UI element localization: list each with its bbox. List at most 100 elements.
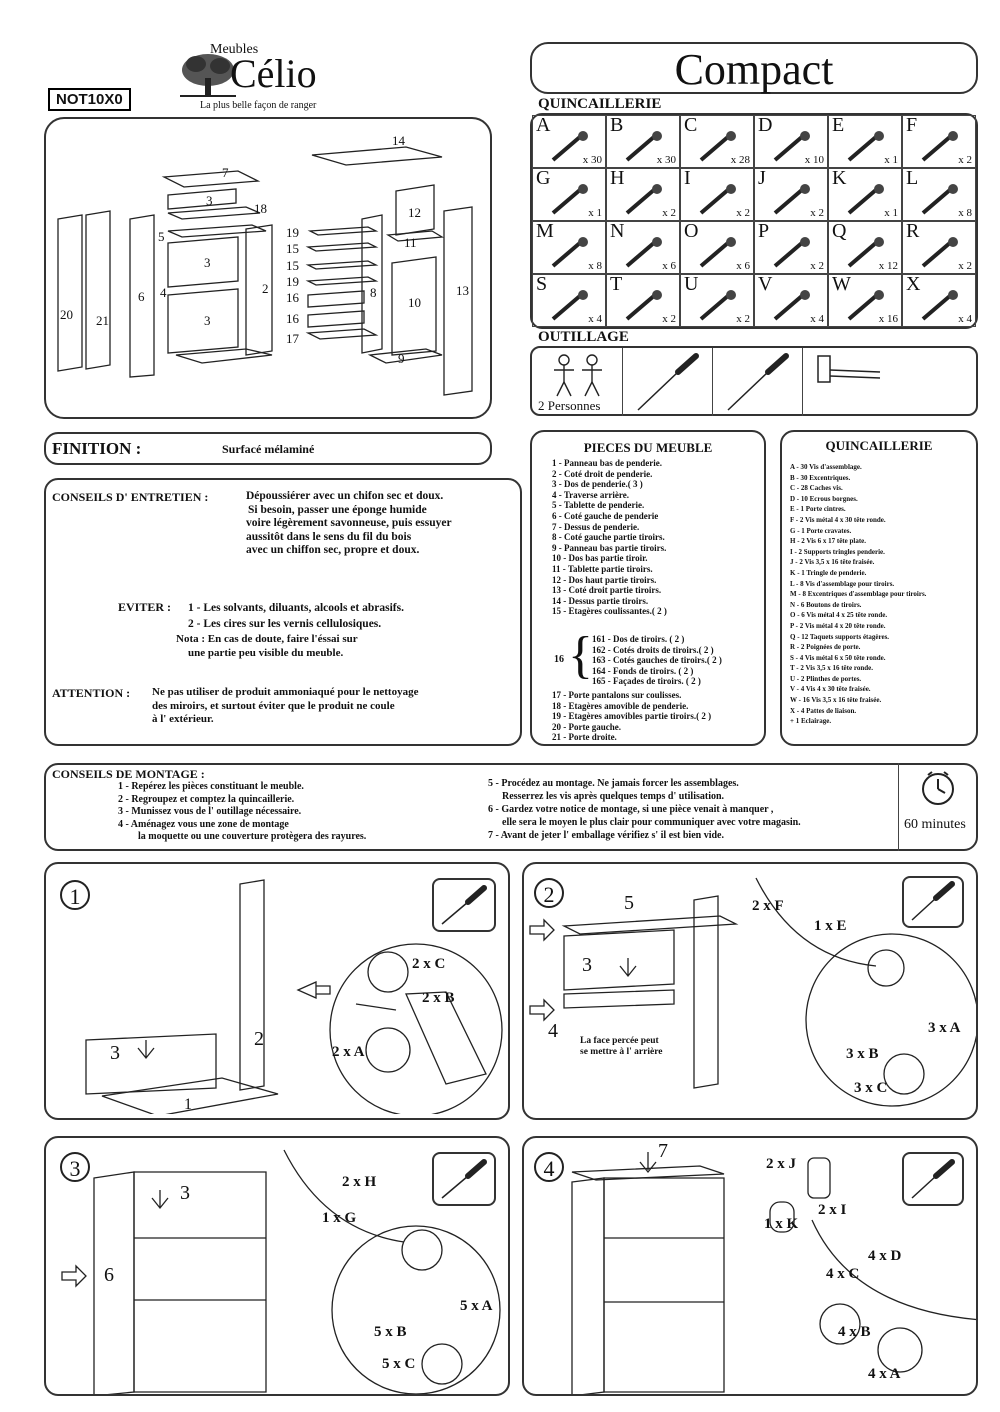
clock-icon bbox=[922, 771, 954, 805]
brace-icon: { bbox=[568, 627, 593, 684]
hardware-qty: x 2 bbox=[958, 154, 972, 166]
screwdriver-icon bbox=[441, 885, 487, 925]
eviter-label: EVITER : bbox=[118, 600, 172, 614]
step-2-tool bbox=[902, 876, 964, 928]
hardware-qty: x 8 bbox=[958, 207, 972, 219]
step-4-label-4xC: 4 x C bbox=[826, 1266, 860, 1282]
step-4-label-4xB: 4 x B bbox=[838, 1324, 871, 1340]
hardware-list-item: L - 8 Vis d'assemblage pour tiroirs. bbox=[790, 579, 895, 588]
hardware-list-item: K - 1 Tringle de penderie. bbox=[790, 568, 867, 577]
step-2-label-4: 4 bbox=[548, 1020, 558, 1042]
attention-text: Ne pas utiliser de produit ammoniaqué po… bbox=[152, 686, 419, 725]
hardware-list-item: G - 1 Porte cravates. bbox=[790, 526, 852, 535]
brand-logo: Meubles Célio La plus belle façon de ran… bbox=[178, 42, 358, 116]
step-4-panel: 4 7 2 x J 2 x I 1 x K 4 x D 4 x C 4 x B … bbox=[522, 1136, 978, 1396]
hardware-qty: x 4 bbox=[810, 313, 824, 325]
hardware-list-item: + 1 Eclairage. bbox=[790, 717, 832, 726]
part-label-13: 13 bbox=[456, 283, 469, 298]
hardware-qty: x 16 bbox=[878, 313, 898, 325]
hardware-qty: x 1 bbox=[884, 207, 898, 219]
hardware-letter: A bbox=[536, 114, 551, 136]
screw-icon bbox=[699, 237, 736, 268]
part-label-11: 11 bbox=[404, 235, 417, 250]
piece-sub-item: 164 - Fonds de tiroirs. ( 2 ) bbox=[592, 665, 694, 676]
step-3-number: 3 bbox=[60, 1152, 90, 1182]
step-4-number: 4 bbox=[534, 1152, 564, 1182]
tie-rack-icon bbox=[551, 184, 588, 215]
step-3-drawing bbox=[61, 1149, 501, 1394]
step-2-note: La face percée peut se mettre à l' arriè… bbox=[580, 1036, 663, 1057]
step-1-drawing bbox=[85, 879, 503, 1114]
step-3-label-5xC: 5 x C bbox=[382, 1356, 416, 1372]
hardware-letter: M bbox=[536, 220, 554, 242]
product-code: NOT10X0 bbox=[48, 88, 131, 111]
hardware-list-item: X - 4 Pattes de liaison. bbox=[790, 706, 857, 715]
step-4-drawing bbox=[571, 1152, 976, 1394]
quinc-list-box: QUINCAILLERIE A - 30 Vis d'assemblage.B … bbox=[780, 430, 978, 746]
finition-box: FINITION : Surfacé mélaminé bbox=[44, 432, 492, 465]
hardware-qty: x 2 bbox=[736, 313, 750, 325]
piece-item: 8 - Coté gauche partie tiroirs. bbox=[552, 532, 665, 543]
step-3-panel: 3 3 6 2 x H 1 x G 5 x A 5 x B 5 x C bbox=[44, 1136, 510, 1396]
piece-item: 3 - Dos de penderie.( 3 ) bbox=[552, 479, 643, 490]
hardware-qty: x 4 bbox=[958, 313, 972, 325]
step-2-label-5: 5 bbox=[624, 892, 634, 914]
plate-icon bbox=[921, 290, 958, 321]
piece-item: 20 - Porte gauche. bbox=[552, 721, 621, 732]
hardware-qty: x 2 bbox=[662, 313, 676, 325]
shelf-pin-icon bbox=[847, 237, 884, 268]
step-1-label-2xB: 2 x B bbox=[422, 990, 455, 1006]
piece-item: 11 - Tablette partie tiroirs. bbox=[552, 563, 653, 574]
hanger-icon bbox=[847, 131, 884, 162]
persons-label: 2 Personnes bbox=[538, 398, 601, 413]
montage-label: CONSEILS DE MONTAGE : bbox=[52, 767, 205, 781]
hardware-list-item: M - 8 Excentriques d'assemblage pour tir… bbox=[790, 590, 927, 599]
hardware-letter: F bbox=[906, 114, 918, 136]
pieces-box: PIECES DU MEUBLE 1 - Panneau bas de pend… bbox=[530, 430, 766, 746]
exploded-view-drawing bbox=[57, 146, 473, 396]
part-label-6: 6 bbox=[138, 289, 145, 304]
brand-name: Célio bbox=[230, 51, 317, 96]
montage-left: 1 - Repérez les pièces constituant le me… bbox=[118, 781, 367, 842]
hardware-letter: N bbox=[610, 220, 625, 242]
brand-slogan: La plus belle façon de ranger bbox=[200, 100, 317, 111]
piece-item: 10 - Dos bas partie tiroir. bbox=[552, 553, 648, 564]
quinc-list: A - 30 Vis d'assemblage.B - 30 Excentriq… bbox=[790, 462, 926, 727]
pieces-list-2: 17 - Porte pantalons sur coulisses.18 - … bbox=[552, 690, 711, 743]
montage-right: 5 - Procédez au montage. Ne jamais force… bbox=[488, 778, 801, 841]
hardware-letter: H bbox=[610, 167, 625, 189]
step-2-label-3xC: 3 x C bbox=[854, 1080, 888, 1096]
piece-item: 6 - Coté gauche de penderie bbox=[552, 510, 659, 521]
screwdriver-flat-icon bbox=[637, 353, 699, 411]
screw-icon bbox=[773, 237, 810, 268]
two-persons-icon bbox=[554, 354, 602, 397]
tools-box: 2 Personnes bbox=[530, 346, 978, 416]
hardware-qty: x 2 bbox=[958, 260, 972, 272]
hardware-qty: x 2 bbox=[810, 260, 824, 272]
small-screw-icon bbox=[847, 290, 884, 321]
pieces-sub-label: 16 bbox=[554, 654, 564, 665]
montage-time: 60 minutes bbox=[904, 817, 966, 832]
hardware-letter: P bbox=[758, 220, 770, 242]
part-label-15a: 15 bbox=[286, 241, 299, 256]
cam-lock-icon bbox=[551, 237, 588, 268]
entretien-text: Dépoussiérer avec un chifon sec et doux.… bbox=[246, 490, 452, 556]
screw-icon bbox=[921, 131, 958, 162]
hardware-qty: x 30 bbox=[582, 154, 602, 166]
piece-item: 14 - Dessus partie tiroirs. bbox=[552, 595, 649, 606]
part-label-16a: 16 bbox=[286, 290, 299, 305]
part-label-3a: 3 bbox=[206, 193, 213, 208]
nota-text: Nota : En cas de doute, faire l'éssai su… bbox=[176, 633, 358, 659]
step-1-number: 1 bbox=[60, 880, 90, 910]
hardware-list-item: D - 10 Ecrous borgnes. bbox=[790, 494, 858, 503]
brand-small: Meubles bbox=[210, 42, 259, 57]
